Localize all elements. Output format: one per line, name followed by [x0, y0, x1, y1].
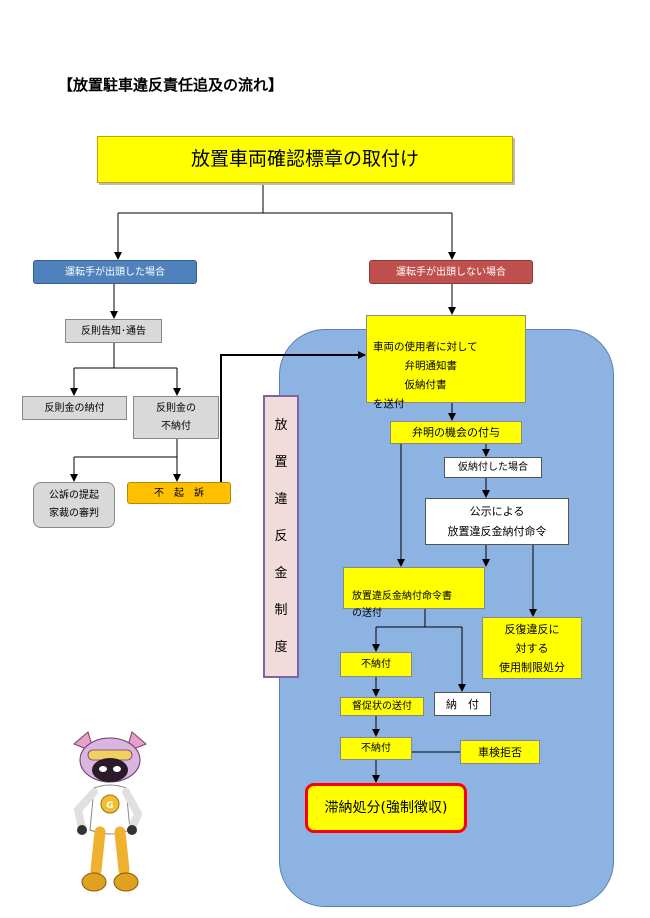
- repeat-violation-box: 反復違反に 対する 使用制限処分: [482, 617, 582, 679]
- order-sent-box: 放置違反金納付命令書 の送付: [343, 567, 485, 619]
- prosecution-label: 公訴の提起 家裁の審判: [49, 490, 99, 519]
- vertical-char: 度: [274, 639, 288, 655]
- paid-label: 納 付: [446, 697, 479, 711]
- fine-unpaid-label: 反則金の 不納付: [156, 402, 196, 432]
- left-header-label: 運転手が出頭した場合: [65, 266, 165, 278]
- hearing-box: 弁明の機会の付与: [390, 421, 522, 444]
- no-prosecution-label: 不 起 訴: [154, 487, 204, 499]
- notice-box: 反則告知･通告: [65, 319, 162, 343]
- fine-paid-label: 反則金の納付: [44, 402, 105, 414]
- order-sent-label: 放置違反金納付命令書 の送付: [352, 591, 452, 619]
- paid-box: 納 付: [434, 692, 491, 716]
- vertical-label: 放 置 違 反 金 制 度: [263, 395, 299, 678]
- repeat-violation-label: 反復違反に 対する 使用制限処分: [499, 622, 565, 674]
- inspection-refusal-label: 車検拒否: [478, 745, 522, 759]
- vertical-char: 制: [274, 602, 288, 618]
- owner-notice-box: 車両の使用者に対して 弁明通知書 仮納付書 を送付: [366, 315, 526, 410]
- vertical-char: 違: [274, 491, 288, 507]
- provisional-paid-box: 仮納付した場合: [444, 457, 542, 478]
- unpaid-box-1: 不納付: [340, 652, 412, 677]
- no-prosecution-box: 不 起 訴: [127, 482, 231, 504]
- fine-paid-box: 反則金の納付: [22, 396, 127, 420]
- provisional-paid-label: 仮納付した場合: [458, 462, 528, 473]
- enforcement-label: 滞納処分(強制徴収): [324, 799, 448, 816]
- prosecution-box: 公訴の提起 家裁の審判: [33, 482, 115, 528]
- vertical-char: 反: [274, 528, 288, 544]
- public-notice-label: 公示による 放置違反金納付命令: [447, 504, 547, 538]
- vertical-char: 置: [274, 454, 288, 470]
- owner-notice-label: 車両の使用者に対して 弁明通知書 仮納付書 を送付: [373, 341, 478, 410]
- public-notice-box: 公示による 放置違反金納付命令: [425, 498, 569, 545]
- fine-unpaid-box: 反則金の 不納付: [133, 396, 219, 439]
- svg-text:G: G: [106, 801, 113, 811]
- page-title: 【放置駐車違反責任追及の流れ】: [58, 76, 284, 94]
- notice-label: 反則告知･通告: [81, 325, 146, 337]
- reminder-label: 督促状の送付: [352, 701, 412, 712]
- right-header-label: 運転手が出頭しない場合: [396, 266, 506, 278]
- right-header: 運転手が出頭しない場合: [369, 260, 533, 284]
- mascot-character: G: [73, 731, 147, 892]
- enforcement-box: 滞納処分(強制徴収): [305, 783, 467, 833]
- left-header: 運転手が出頭した場合: [33, 260, 197, 284]
- unpaid-label-1: 不納付: [361, 659, 391, 670]
- unpaid-label-2: 不納付: [361, 743, 391, 754]
- top-box-sticker: 放置車両確認標章の取付け: [97, 136, 513, 183]
- unpaid-box-2: 不納付: [340, 737, 412, 760]
- inspection-refusal-box: 車検拒否: [460, 740, 540, 764]
- vertical-char: 放: [274, 417, 288, 433]
- reminder-box: 督促状の送付: [340, 697, 424, 716]
- vertical-char: 金: [274, 565, 288, 581]
- top-box-label: 放置車両確認標章の取付け: [190, 148, 419, 170]
- hearing-label: 弁明の機会の付与: [412, 426, 500, 439]
